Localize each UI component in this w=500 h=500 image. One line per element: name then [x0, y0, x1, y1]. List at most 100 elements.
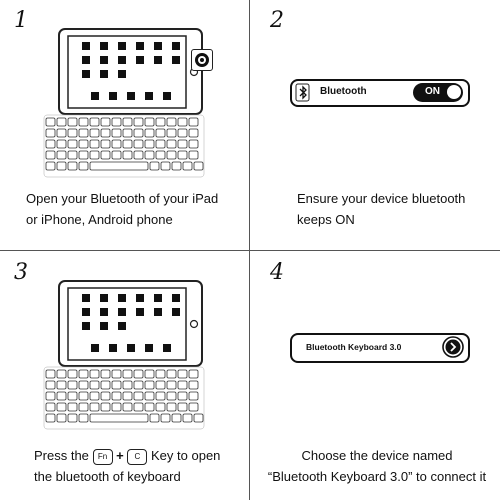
- keyboard-key: [144, 402, 155, 412]
- keyboard-key: [166, 128, 177, 138]
- app-icon: [172, 294, 180, 302]
- keyboard-key: [67, 150, 78, 160]
- keyboard-key: [45, 139, 56, 149]
- bluetooth-toggle-knob: [447, 85, 461, 99]
- keyboard-key: [188, 150, 199, 160]
- keyboard-key: [111, 402, 122, 412]
- keyboard-key: [111, 128, 122, 138]
- app-icon: [145, 92, 153, 100]
- step-1-caption-line-1: Open your Bluetooth of your iPad: [26, 191, 219, 206]
- keyboard-key: [188, 128, 199, 138]
- keyboard-key: [177, 139, 188, 149]
- keyboard-key: [89, 117, 100, 127]
- step-1-number: 1: [14, 8, 28, 33]
- app-icon: [163, 344, 171, 352]
- keyboard-key: [111, 139, 122, 149]
- keyboard-key: [45, 402, 56, 412]
- keyboard-key: [56, 402, 67, 412]
- bluetooth-device-row[interactable]: Bluetooth Keyboard 3.0: [290, 333, 470, 363]
- c-key: C: [127, 448, 148, 465]
- step-1-caption: Open your Bluetooth of your iPad or iPho…: [26, 188, 246, 230]
- keyboard-key: [171, 413, 182, 423]
- app-icon: [136, 42, 144, 50]
- keyboard-key: [111, 369, 122, 379]
- keyboard-key: [67, 391, 78, 401]
- keyboard-key: [45, 413, 56, 423]
- keyboard-key: [133, 402, 144, 412]
- keyboard-key: [122, 117, 133, 127]
- keyboard-key: [100, 369, 111, 379]
- keyboard-key: [89, 139, 100, 149]
- device-name-label: Bluetooth Keyboard 3.0: [306, 342, 402, 352]
- keyboard-key: [67, 402, 78, 412]
- keyboard-key: [133, 380, 144, 390]
- bluetooth-toggle-text: ON: [425, 86, 440, 97]
- app-icon: [136, 56, 144, 64]
- keyboard-key: [45, 391, 56, 401]
- app-icon: [109, 92, 117, 100]
- step-2-number: 2: [270, 8, 284, 33]
- keyboard-key: [193, 413, 204, 423]
- keyboard-key: [155, 139, 166, 149]
- app-icon: [154, 294, 162, 302]
- plus-sign: +: [116, 448, 124, 463]
- step-3-caption-line-2: the bluetooth of keyboard: [34, 469, 181, 484]
- keyboard-key: [56, 380, 67, 390]
- app-icon: [136, 308, 144, 316]
- keyboard-key: [100, 117, 111, 127]
- keyboard-key: [122, 128, 133, 138]
- gear-icon[interactable]: [191, 49, 213, 71]
- app-icon: [118, 70, 126, 78]
- keyboard-key: [177, 128, 188, 138]
- keyboard-key: [89, 369, 100, 379]
- keyboard-key: [188, 391, 199, 401]
- app-icon: [163, 92, 171, 100]
- keyboard-key: [111, 117, 122, 127]
- keyboard-key: [100, 402, 111, 412]
- app-icon: [118, 308, 126, 316]
- keyboard-key: [166, 391, 177, 401]
- keyboard-key: [45, 150, 56, 160]
- keyboard-key: [45, 380, 56, 390]
- keyboard-key: [177, 391, 188, 401]
- keyboard-key: [56, 161, 67, 171]
- keyboard-key: [89, 413, 149, 423]
- keyboard-key: [89, 128, 100, 138]
- keyboard-key: [122, 391, 133, 401]
- app-icon: [136, 294, 144, 302]
- keyboard-key: [166, 380, 177, 390]
- app-icon: [82, 322, 90, 330]
- keyboard-key: [100, 128, 111, 138]
- keyboard-key: [122, 139, 133, 149]
- keyboard-key: [133, 150, 144, 160]
- chevron-right-icon[interactable]: [442, 336, 464, 358]
- keyboard-key: [78, 117, 89, 127]
- keyboard-key: [56, 391, 67, 401]
- keyboard-key: [166, 369, 177, 379]
- app-icon: [118, 56, 126, 64]
- keyboard-key: [188, 380, 199, 390]
- bluetooth-toggle[interactable]: ON: [413, 83, 463, 102]
- app-icon: [154, 56, 162, 64]
- keyboard-key: [45, 128, 56, 138]
- divider-horizontal: [0, 250, 500, 251]
- step-2-caption-line-1: Ensure your device bluetooth: [297, 191, 466, 206]
- step-3-caption-line-1: Press the Fn + C Key to open: [34, 445, 244, 466]
- keyboard-key: [56, 369, 67, 379]
- keyboard-outline: [43, 114, 205, 178]
- keyboard-key: [166, 117, 177, 127]
- keyboard-key: [89, 402, 100, 412]
- keyboard-key: [144, 391, 155, 401]
- keyboard-key: [122, 150, 133, 160]
- app-icon: [100, 322, 108, 330]
- keyboard-key: [133, 139, 144, 149]
- app-icon: [127, 344, 135, 352]
- keyboard-key: [89, 380, 100, 390]
- keyboard-key: [177, 150, 188, 160]
- app-icon: [82, 56, 90, 64]
- app-icon: [91, 92, 99, 100]
- keyboard-key: [67, 369, 78, 379]
- step-3-caption-suffix: Key to open: [151, 448, 221, 463]
- keyboard-key: [133, 128, 144, 138]
- keyboard-key: [182, 161, 193, 171]
